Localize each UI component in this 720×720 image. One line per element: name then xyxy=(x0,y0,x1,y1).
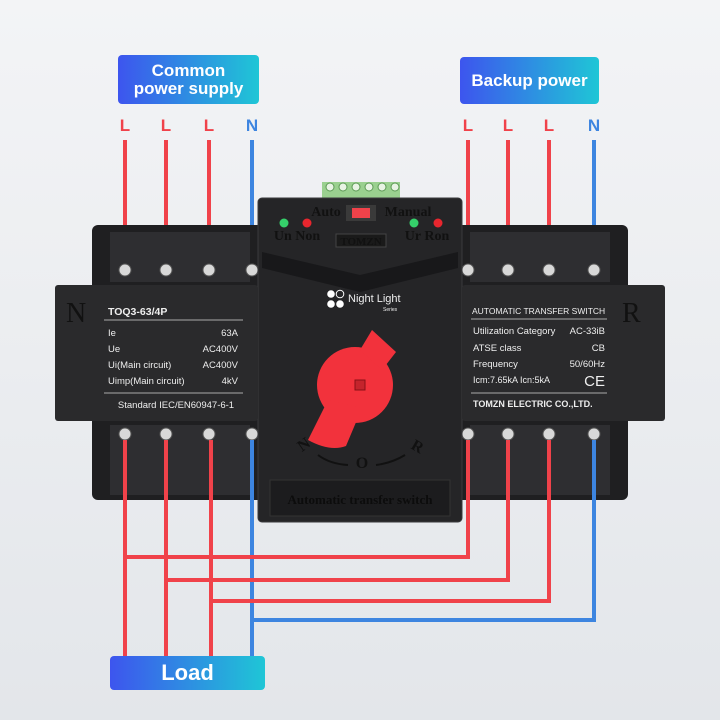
spec-value: AC400V xyxy=(203,344,239,355)
spec-label: Ui(Main circuit) xyxy=(108,360,171,371)
side-n-label: N xyxy=(66,298,86,329)
spec-label: ATSE class xyxy=(473,343,522,354)
spec-label: Frequency xyxy=(473,359,518,370)
load-wires xyxy=(123,440,596,660)
rotary-handle[interactable] xyxy=(308,330,396,448)
supply-wires xyxy=(123,140,596,268)
pole-label: L xyxy=(543,116,555,135)
manual-label: Manual xyxy=(385,205,432,220)
spec-value: CB xyxy=(592,343,605,354)
spec-label: Ie xyxy=(108,328,116,339)
backup-power-label: Backup power xyxy=(460,57,599,104)
pole-label: N xyxy=(587,116,601,135)
pole-label: L xyxy=(462,116,474,135)
spec-value: 50/60Hz xyxy=(570,359,606,370)
un-indicator-green xyxy=(279,218,289,228)
right-rating-panel: R AUTOMATIC TRANSFER SWITCH Utilization … xyxy=(462,285,665,421)
ur-indicator-green xyxy=(409,218,419,228)
dial-o: O xyxy=(356,455,368,472)
pole-label: L xyxy=(119,116,131,135)
bottom-embossed-text: Automatic transfer switch xyxy=(288,492,434,507)
spec-value: AC400V xyxy=(203,360,239,371)
auto-label: Auto xyxy=(311,205,341,220)
spec-label: Ue xyxy=(108,344,120,355)
left-rating-panel: N TOQ3-63/4P Ie 63A Ue AC400V Ui(Main ci… xyxy=(55,285,258,421)
auto-manual-switch[interactable] xyxy=(352,208,370,218)
spec-value: AC-33iB xyxy=(570,326,605,337)
pole-label: N xyxy=(245,116,259,135)
pole-label: L xyxy=(160,116,172,135)
model-number: TOQ3-63/4P xyxy=(108,306,167,318)
pole-label: L xyxy=(502,116,514,135)
night-light-logo-icon xyxy=(327,289,345,308)
ron-indicator-red xyxy=(433,218,443,228)
standard-text: Standard IEC/EN60947-6-1 xyxy=(118,400,234,411)
terminal-screws xyxy=(118,263,601,441)
common-power-supply-label: Common power supply xyxy=(118,55,259,104)
series-name: Night Light xyxy=(348,293,401,305)
un-non-label: Un Non xyxy=(274,229,321,244)
common-line1: Common xyxy=(151,60,226,80)
ce-mark-icon: CE xyxy=(584,373,605,390)
ur-ron-label: Ur Ron xyxy=(405,229,450,244)
common-line2: power supply xyxy=(133,78,244,98)
pole-label: L xyxy=(203,116,215,135)
manufacturer: TOMZN ELECTRIC CO.,LTD. xyxy=(473,399,593,409)
spec-value: 4kV xyxy=(222,376,239,387)
spec-value: 63A xyxy=(221,328,239,339)
spec-label: Utilization Category xyxy=(473,326,556,337)
side-r-label: R xyxy=(622,298,641,329)
load-label: Load xyxy=(110,656,265,690)
series-sub: Series xyxy=(383,307,398,313)
brand-badge: TOMZN xyxy=(340,236,381,248)
spec-label: Uimp(Main circuit) xyxy=(108,376,185,387)
non-indicator-red xyxy=(302,218,312,228)
spec-label: Icm:7.65kA Icn:5kA xyxy=(473,375,550,385)
panel-title: AUTOMATIC TRANSFER SWITCH xyxy=(472,306,605,316)
